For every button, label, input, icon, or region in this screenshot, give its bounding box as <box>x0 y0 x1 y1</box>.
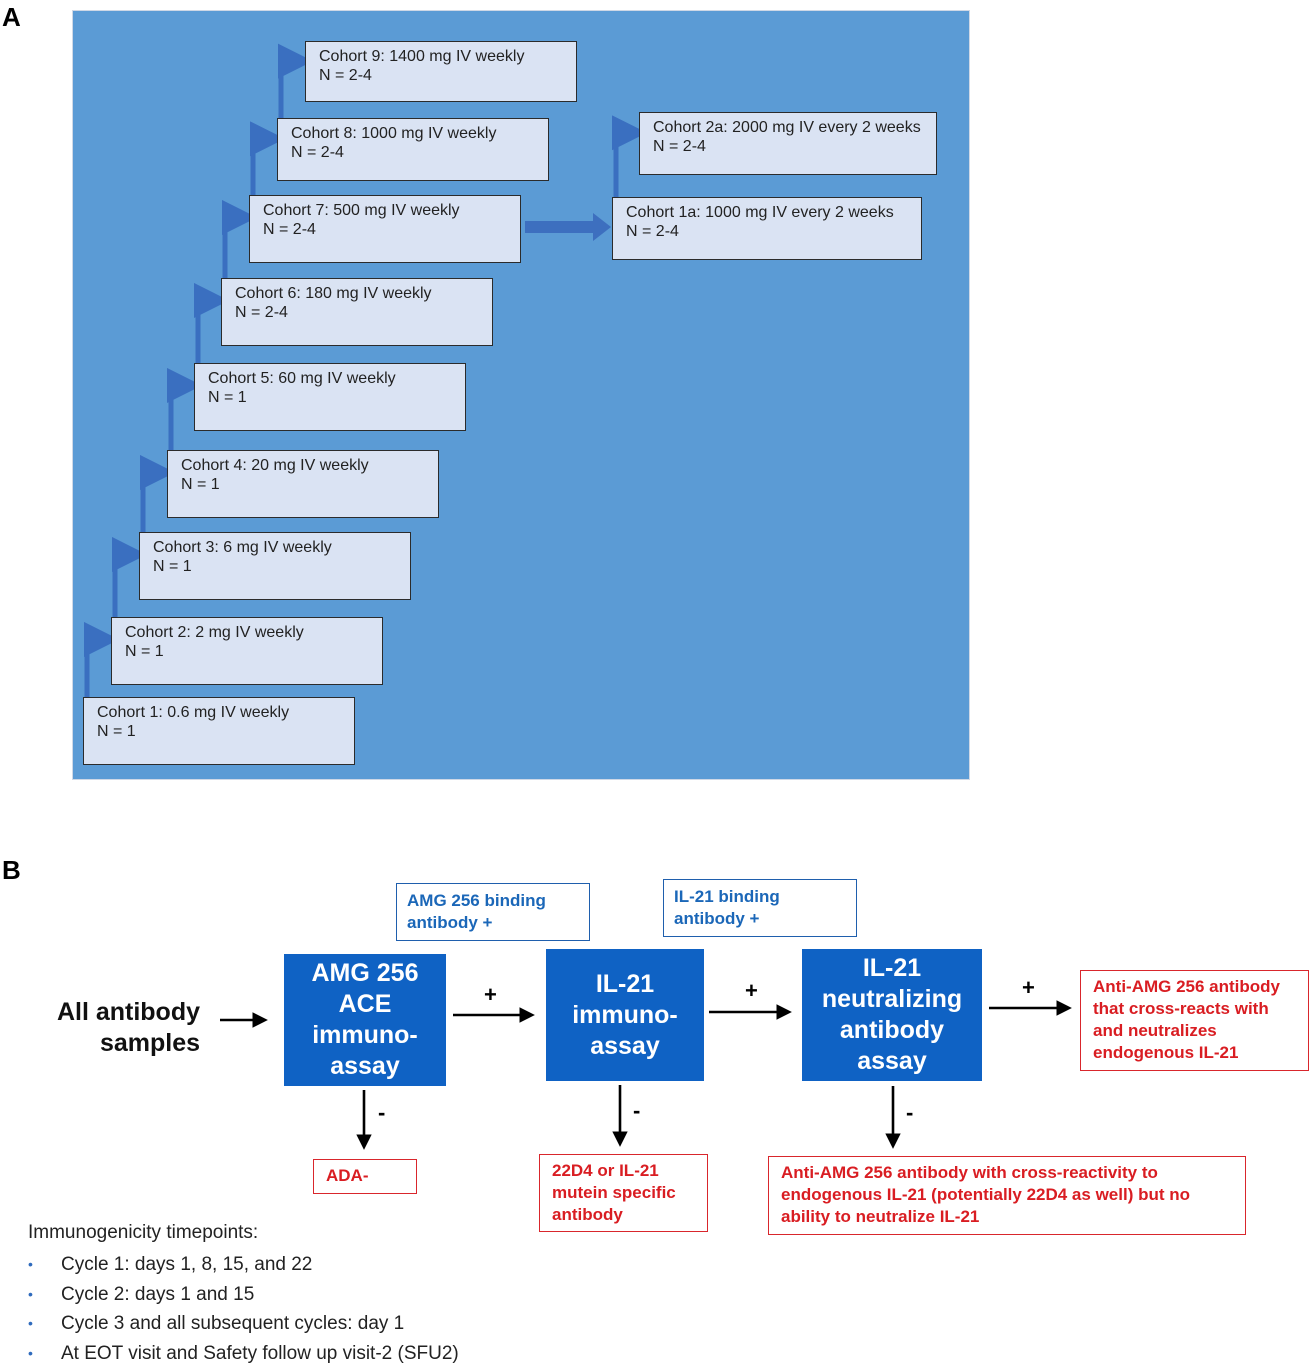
cohort-9-dose: Cohort 9: 1400 mg IV weekly <box>319 48 525 65</box>
panel-a-letter: A <box>2 2 21 32</box>
timepoints-title: Immunogenicity timepoints: <box>28 1222 259 1243</box>
il21-immunoassay-box: IL-21 immuno- assay <box>546 949 704 1081</box>
step-arrow-branch <box>612 115 647 197</box>
branch-arrow <box>525 213 611 241</box>
amg256-binding-positive-label: AMG 256 binding antibody + <box>396 883 590 941</box>
step-arrow-8 <box>278 43 313 118</box>
cohort-3-dose: Cohort 3: 6 mg IV weekly <box>153 539 332 556</box>
timepoint-item: Cycle 2: days 1 and 15 <box>28 1280 459 1310</box>
timepoints-list: Cycle 1: days 1, 8, 15, and 22 Cycle 2: … <box>28 1250 459 1368</box>
binding-label-1-line-1: AMG 256 binding <box>407 891 546 910</box>
final-outcome-line-3: and neutralizes <box>1093 1021 1217 1040</box>
cohort-2-box: Cohort 2: 2 mg IV weekly N = 1 <box>111 617 383 685</box>
assay-3-line-4: assay <box>857 1047 927 1075</box>
final-outcome-line-1: Anti-AMG 256 antibody <box>1093 977 1281 996</box>
cohort-1a-box: Cohort 1a: 1000 mg IV every 2 weeks N = … <box>612 197 922 260</box>
cohort-4-dose: Cohort 4: 20 mg IV weekly <box>181 457 369 474</box>
step-arrow-2 <box>112 536 147 617</box>
amg256-ace-immunoassay-box: AMG 256 ACE immuno- assay <box>284 954 446 1086</box>
il21-neutralizing-assay-box: IL-21 neutralizing antibody assay <box>802 949 982 1081</box>
ada-negative-outcome: ADA- <box>313 1159 417 1194</box>
timepoint-item: Cycle 1: days 1, 8, 15, and 22 <box>28 1250 459 1280</box>
cohort-6-dose: Cohort 6: 180 mg IV weekly <box>235 285 432 302</box>
step-arrow-5 <box>194 282 229 363</box>
cohort-2-dose: Cohort 2: 2 mg IV weekly <box>125 624 304 641</box>
step-arrow-1 <box>84 621 119 697</box>
cohort-1-dose: Cohort 1: 0.6 mg IV weekly <box>97 704 290 721</box>
cohort-6-box: Cohort 6: 180 mg IV weekly N = 2-4 <box>221 278 493 346</box>
immunogenicity-timepoints: Immunogenicity timepoints: Cycle 1: days… <box>28 1222 459 1368</box>
assay-2-line-1: IL-21 <box>595 969 655 998</box>
cohort-4-box: Cohort 4: 20 mg IV weekly N = 1 <box>167 450 439 518</box>
final-outcome-line-2: that cross-reacts with <box>1093 999 1269 1018</box>
cohort-3-n: N = 1 <box>153 558 192 575</box>
assay-1-line-1: AMG 256 <box>311 959 419 987</box>
mutein-line-3: antibody <box>552 1205 623 1224</box>
assay-1-line-4: assay <box>330 1052 400 1080</box>
dose-escalation-panel: Cohort 1: 0.6 mg IV weekly N = 1 Cohort … <box>72 10 970 780</box>
mutein-line-1: 22D4 or IL-21 <box>552 1161 659 1180</box>
cohort-5-box: Cohort 5: 60 mg IV weekly N = 1 <box>194 363 466 431</box>
cohort-9-n: N = 2-4 <box>319 67 372 84</box>
cohort-1a-dose: Cohort 1a: 1000 mg IV every 2 weeks <box>626 204 894 221</box>
cohort-8-box: Cohort 8: 1000 mg IV weekly N = 2-4 <box>277 118 549 181</box>
assay-2-line-2: immuno- <box>572 1000 678 1029</box>
minus-sign-2: - <box>633 1098 641 1123</box>
il21-binding-positive-label: IL-21 binding antibody + <box>663 879 857 937</box>
minus-sign-1: - <box>378 1100 386 1125</box>
plus-sign-1: + <box>484 982 497 1007</box>
cohort-2-n: N = 1 <box>125 643 164 660</box>
non-neutralizing-line-2: endogenous IL-21 (potentially 22D4 as we… <box>781 1185 1190 1204</box>
panel-b-letter: B <box>2 855 21 885</box>
minus-sign-3: - <box>906 1100 914 1125</box>
cohort-7-n: N = 2-4 <box>263 221 316 238</box>
all-samples-line-2: samples <box>99 1029 200 1057</box>
binding-label-1-line-2: antibody + <box>407 913 493 932</box>
assay-1-line-2: ACE <box>338 990 392 1018</box>
step-arrow-3 <box>140 454 175 532</box>
ada-negative-text: ADA- <box>326 1166 369 1185</box>
cohort-6-n: N = 2-4 <box>235 304 288 321</box>
cohort-7-box: Cohort 7: 500 mg IV weekly N = 2-4 <box>249 195 521 263</box>
cohort-9-box: Cohort 9: 1400 mg IV weekly N = 2-4 <box>305 41 577 102</box>
binding-label-2-line-2: antibody + <box>674 909 760 928</box>
final-positive-outcome: Anti-AMG 256 antibody that cross-reacts … <box>1080 970 1309 1071</box>
cohort-2a-box: Cohort 2a: 2000 mg IV every 2 weeks N = … <box>639 112 937 175</box>
step-arrow-4 <box>167 367 202 450</box>
cohort-1a-n: N = 2-4 <box>626 223 679 240</box>
all-samples-label: All antibody samples <box>30 997 200 1059</box>
cohort-3-box: Cohort 3: 6 mg IV weekly N = 1 <box>139 532 411 600</box>
timepoint-item: At EOT visit and Safety follow up visit-… <box>28 1339 459 1369</box>
cohort-7-dose: Cohort 7: 500 mg IV weekly <box>263 202 460 219</box>
cohort-4-n: N = 1 <box>181 476 220 493</box>
cohort-1-n: N = 1 <box>97 723 136 740</box>
assay-2-line-3: assay <box>590 1031 660 1060</box>
mutein-line-2: mutein specific <box>552 1183 676 1202</box>
cohort-2a-dose: Cohort 2a: 2000 mg IV every 2 weeks <box>653 119 921 136</box>
assay-3-line-2: neutralizing <box>821 985 963 1013</box>
final-outcome-line-4: endogenous IL-21 <box>1093 1043 1239 1062</box>
plus-sign-3: + <box>1022 975 1035 1000</box>
escalation-arrows <box>84 43 647 697</box>
cohort-8-n: N = 2-4 <box>291 144 344 161</box>
binding-label-2-line-1: IL-21 binding <box>674 887 780 906</box>
cohort-1-box: Cohort 1: 0.6 mg IV weekly N = 1 <box>83 697 355 765</box>
step-arrow-6 <box>222 199 257 278</box>
plus-sign-2: + <box>745 978 758 1003</box>
step-arrow-7 <box>250 121 285 195</box>
non-neutralizing-outcome: Anti-AMG 256 antibody with cross-reactiv… <box>768 1156 1246 1235</box>
mutein-specific-outcome: 22D4 or IL-21 mutein specific antibody <box>539 1154 708 1232</box>
assay-3-line-1: IL-21 <box>862 954 922 982</box>
cohort-8-dose: Cohort 8: 1000 mg IV weekly <box>291 125 497 142</box>
non-neutralizing-line-3: ability to neutralize IL-21 <box>781 1207 980 1226</box>
cohort-5-n: N = 1 <box>208 389 247 406</box>
cohort-2a-n: N = 2-4 <box>653 138 706 155</box>
timepoint-item: Cycle 3 and all subsequent cycles: day 1 <box>28 1309 459 1339</box>
assay-1-line-3: immuno- <box>312 1021 418 1049</box>
all-samples-line-1: All antibody <box>56 998 200 1026</box>
non-neutralizing-line-1: Anti-AMG 256 antibody with cross-reactiv… <box>781 1163 1158 1182</box>
cohort-5-dose: Cohort 5: 60 mg IV weekly <box>208 370 396 387</box>
assay-3-line-3: antibody <box>839 1016 945 1044</box>
